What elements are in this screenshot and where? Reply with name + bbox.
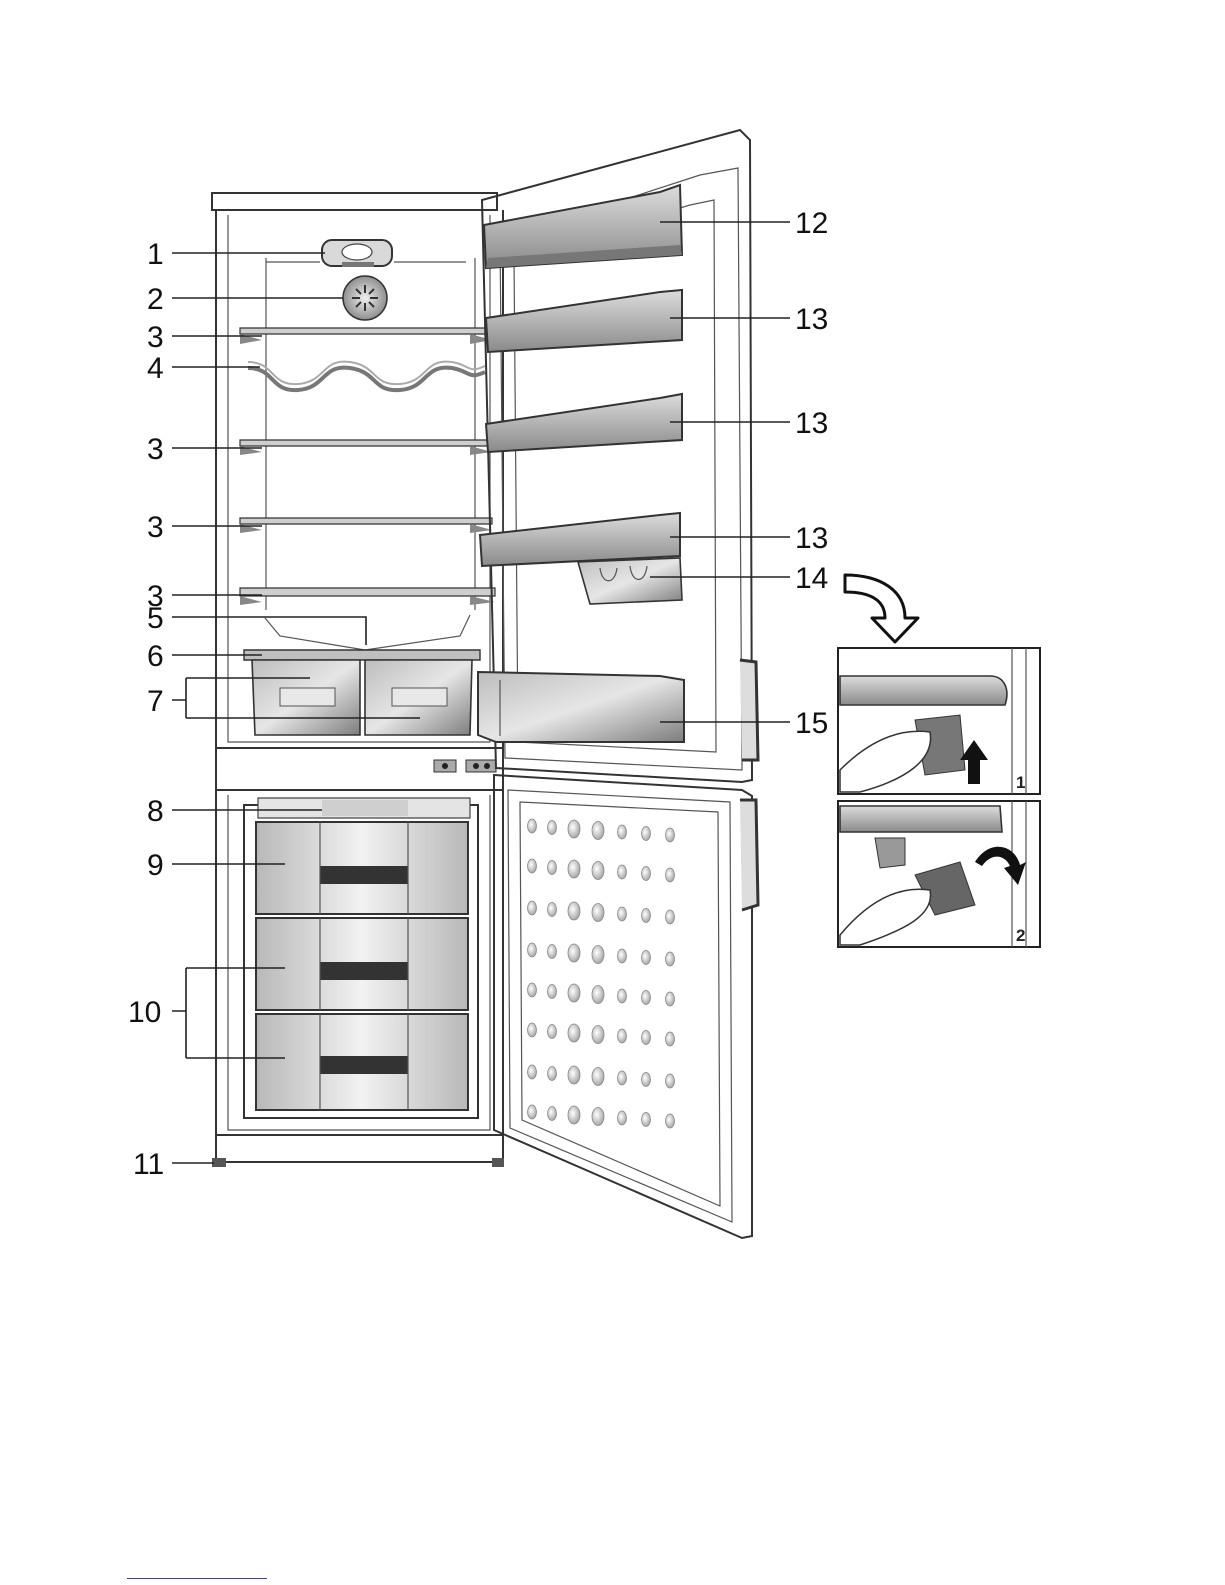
callout-14: 14: [795, 562, 828, 595]
door-dot: [618, 949, 627, 963]
step-number-1: 1: [1016, 773, 1025, 792]
door-dot: [642, 951, 651, 965]
door-dot: [618, 989, 627, 1003]
callout-13-shelf-3: 13: [795, 522, 828, 555]
callout-15: 15: [795, 707, 828, 740]
door-dot: [568, 1024, 580, 1042]
callout-9: 9: [147, 849, 164, 882]
fan-icon: [343, 276, 387, 320]
crisper-drawers: [252, 660, 472, 735]
door-dot: [666, 1114, 675, 1128]
door-dot: [666, 1032, 675, 1046]
callout-6: 6: [147, 640, 164, 673]
door-dot: [548, 1107, 557, 1121]
callout-7: 7: [147, 685, 164, 718]
door-dot: [666, 1074, 675, 1088]
inset-step-1: 1: [838, 648, 1040, 794]
door-dot: [592, 986, 604, 1004]
door-dot: [592, 862, 604, 880]
door-dot: [642, 867, 651, 881]
door-dot: [548, 903, 557, 917]
crisper-cover: [244, 615, 480, 660]
door-dot: [592, 1068, 604, 1086]
door-dot: [642, 991, 651, 1005]
door-dot: [642, 1113, 651, 1127]
door-dot: [642, 909, 651, 923]
door-dot: [548, 1025, 557, 1039]
door-dot: [568, 1066, 580, 1084]
door-dot: [592, 1108, 604, 1126]
callout-1: 1: [147, 238, 164, 271]
door-dot: [568, 1106, 580, 1124]
freezer-door-dot-pattern: [528, 819, 675, 1128]
door-dot: [548, 861, 557, 875]
callout-13-shelf-1: 13: [795, 303, 828, 336]
control-buttons: [434, 760, 496, 772]
callout-12: 12: [795, 207, 828, 240]
callout-5: 5: [147, 602, 164, 635]
callout-13-shelf-2: 13: [795, 407, 828, 440]
door-dot: [528, 1023, 537, 1037]
door-dot: [666, 952, 675, 966]
door-dot: [528, 819, 537, 833]
callout-8: 8: [147, 795, 164, 828]
door-dot: [666, 868, 675, 882]
door-dot: [528, 1065, 537, 1079]
callout-11: 11: [133, 1148, 164, 1181]
egg-tray: [578, 558, 682, 604]
callout-3-shelf-3: 3: [147, 511, 164, 544]
callout-3-shelf-1: 3: [147, 321, 164, 354]
door-dot: [528, 1105, 537, 1119]
door-dot: [548, 945, 557, 959]
freezer-drawers: [256, 822, 468, 1110]
callout-4: 4: [147, 352, 164, 385]
door-dot: [592, 822, 604, 840]
door-dot: [666, 910, 675, 924]
door-dot: [528, 901, 537, 915]
door-dot: [568, 860, 580, 878]
step-number-2: 2: [1016, 926, 1025, 945]
curved-arrow-icon: [845, 575, 918, 642]
door-dot: [548, 985, 557, 999]
dairy-compartment: [484, 185, 682, 268]
door-dot: [568, 902, 580, 920]
inset-step-2: 2: [838, 801, 1040, 947]
footer-link-underline: [127, 1578, 267, 1579]
door-dot: [592, 904, 604, 922]
door-dot: [568, 820, 580, 838]
door-dot: [528, 943, 537, 957]
callout-2: 2: [147, 283, 164, 316]
door-dot: [548, 821, 557, 835]
callout-3-shelf-2: 3: [147, 433, 164, 466]
door-dot: [528, 983, 537, 997]
door-dot: [618, 1029, 627, 1043]
door-shelves: [480, 290, 682, 566]
door-dot: [642, 1073, 651, 1087]
door-dot: [528, 859, 537, 873]
door-dot: [592, 1026, 604, 1044]
door-dot: [592, 946, 604, 964]
door-dot: [618, 825, 627, 839]
door-dot: [618, 907, 627, 921]
callout-10: 10: [128, 996, 161, 1029]
wine-bottle-rack: [248, 362, 485, 391]
door-dot: [666, 992, 675, 1006]
door-dot: [568, 984, 580, 1002]
door-dot: [642, 1031, 651, 1045]
door-dot: [642, 827, 651, 841]
door-dot: [618, 1111, 627, 1125]
freezer-flap: [258, 798, 470, 818]
bottle-shelf: [478, 672, 684, 742]
freezer-door: [494, 775, 758, 1238]
door-dot: [666, 828, 675, 842]
door-dot: [618, 1071, 627, 1085]
door-dot: [568, 944, 580, 962]
door-dot: [548, 1067, 557, 1081]
door-dot: [618, 865, 627, 879]
